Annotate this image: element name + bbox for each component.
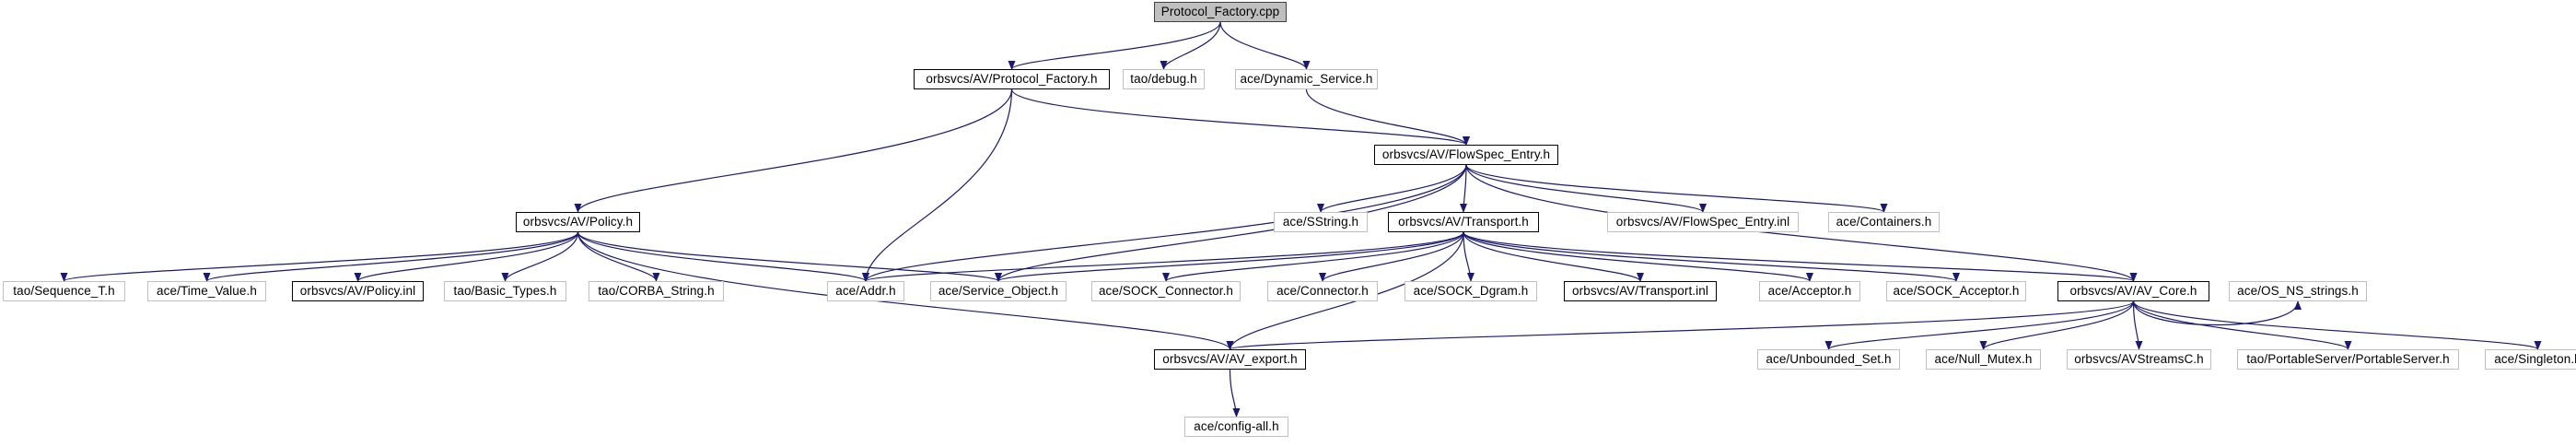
graph-edge [577,231,869,282]
graph-edge [1160,21,1221,70]
graph-node-ace-sock-dgram-h[interactable]: ace/SOCK_Dgram.h [1405,281,1537,301]
graph-node-ace-service-object-h[interactable]: ace/Service_Object.h [930,281,1067,301]
graph-edge [1465,164,1707,213]
graph-edge [1979,300,2135,350]
graph-node-tao-portableserver-portableserver-h[interactable]: tao/PortableServer/PortableServer.h [2237,349,2459,370]
graph-edge [862,231,1464,282]
graph-edge [1008,21,1221,70]
graph-node-orbsvcs-av-flowspec-entry-h[interactable]: orbsvcs/AV/FlowSpec_Entry.h [1374,145,1558,165]
graph-edge [995,231,1464,282]
graph-node-ace-acceptor-h[interactable]: ace/Acceptor.h [1759,281,1860,301]
graph-edge [354,231,579,282]
graph-node-orbsvcs-av-protocol-factory-h[interactable]: orbsvcs/AV/Protocol_Factory.h [914,69,1110,89]
graph-node-tao-corba-string-h[interactable]: tao/CORBA_String.h [589,281,724,301]
graph-edge [1317,164,1467,213]
graph-node-orbsvcs-av-transport-inl[interactable]: orbsvcs/AV/Transport.inl [1564,281,1717,301]
graph-node-ace-singleton-h[interactable]: ace/Singleton.h [2485,349,2576,370]
graph-edge [1319,231,1464,282]
graph-node-protocol-factory-cpp[interactable]: Protocol_Factory.cpp [1154,2,1287,22]
graph-node-ace-sstring-h[interactable]: ace/SString.h [1274,212,1368,232]
graph-edge [1227,300,2135,350]
graph-node-orbsvcs-avstreamsc-h[interactable]: orbsvcs/AVStreamsC.h [2067,349,2211,370]
graph-edge [1226,231,1464,350]
graph-edge [1465,164,1888,213]
graph-node-orbsvcs-av-av-export-h[interactable]: orbsvcs/AV/AV_export.h [1154,349,1306,370]
graph-edge [2132,300,2143,350]
graph-node-orbsvcs-av-policy-inl[interactable]: orbsvcs/AV/Policy.inl [292,281,424,301]
graph-edge [862,164,1467,282]
graph-edge [1305,88,1470,146]
graph-edge [1229,369,1241,418]
graph-node-tao-debug-h[interactable]: tao/debug.h [1123,69,1205,89]
graph-edge [1824,300,2135,350]
graph-node-orbsvcs-av-transport-h[interactable]: orbsvcs/AV/Transport.h [1388,212,1539,232]
graph-edge [577,231,1234,350]
graph-node-ace-connector-h[interactable]: ace/Connector.h [1267,281,1378,301]
graph-edge [501,231,579,282]
graph-node-tao-sequence-t-h[interactable]: tao/Sequence_T.h [3,281,125,301]
graph-edge [574,88,1013,213]
graph-node-ace-os-ns-strings-h[interactable]: ace/OS_NS_strings.h [2229,281,2367,301]
graph-node-orbsvcs-av-policy-h[interactable]: orbsvcs/AV/Policy.h [516,212,640,232]
graph-edge [577,231,660,282]
graph-node-tao-basic-types-h[interactable]: tao/Basic_Types.h [444,281,566,301]
graph-node-ace-dynamic-service-h[interactable]: ace/Dynamic_Service.h [1235,69,1378,89]
graph-edge [1463,231,1960,282]
graph-edge [862,88,1013,282]
graph-node-ace-containers-h[interactable]: ace/Containers.h [1828,212,1940,232]
graph-edge [1463,231,1813,282]
graph-edge [1463,231,2138,282]
graph-node-ace-sock-acceptor-h[interactable]: ace/SOCK_Acceptor.h [1886,281,2026,301]
graph-edge [1463,231,1644,282]
graph-edge [1162,231,1464,282]
graph-node-ace-unbounded-set-h[interactable]: ace/Unbounded_Set.h [1757,349,1900,370]
graph-node-orbsvcs-av-av-core-h[interactable]: orbsvcs/AV/AV_Core.h [2057,281,2209,301]
graph-edge [1219,21,1311,70]
graph-edge [1460,164,1468,213]
graph-edge [2132,300,2352,350]
graph-edge [1010,88,1470,146]
graph-node-ace-config-all-h[interactable]: ace/config-all.h [1184,417,1288,437]
graph-node-ace-addr-h[interactable]: ace/Addr.h [827,281,904,301]
graph-edge [2132,300,2542,350]
graph-edge [60,231,579,282]
graph-node-ace-time-value-h[interactable]: ace/Time_Value.h [147,281,266,301]
graph-node-ace-sock-connector-h[interactable]: ace/SOCK_Connector.h [1091,281,1241,301]
graph-node-ace-null-mutex-h[interactable]: ace/Null_Mutex.h [1926,349,2041,370]
graph-edge [1463,231,1474,282]
graph-node-orbsvcs-av-flowspec-entry-inl[interactable]: orbsvcs/AV/FlowSpec_Entry.inl [1607,212,1799,232]
graph-edge [1465,164,2138,282]
graph-edge [203,231,579,282]
graph-edge [577,231,1002,282]
graph-edge [2132,300,2302,326]
